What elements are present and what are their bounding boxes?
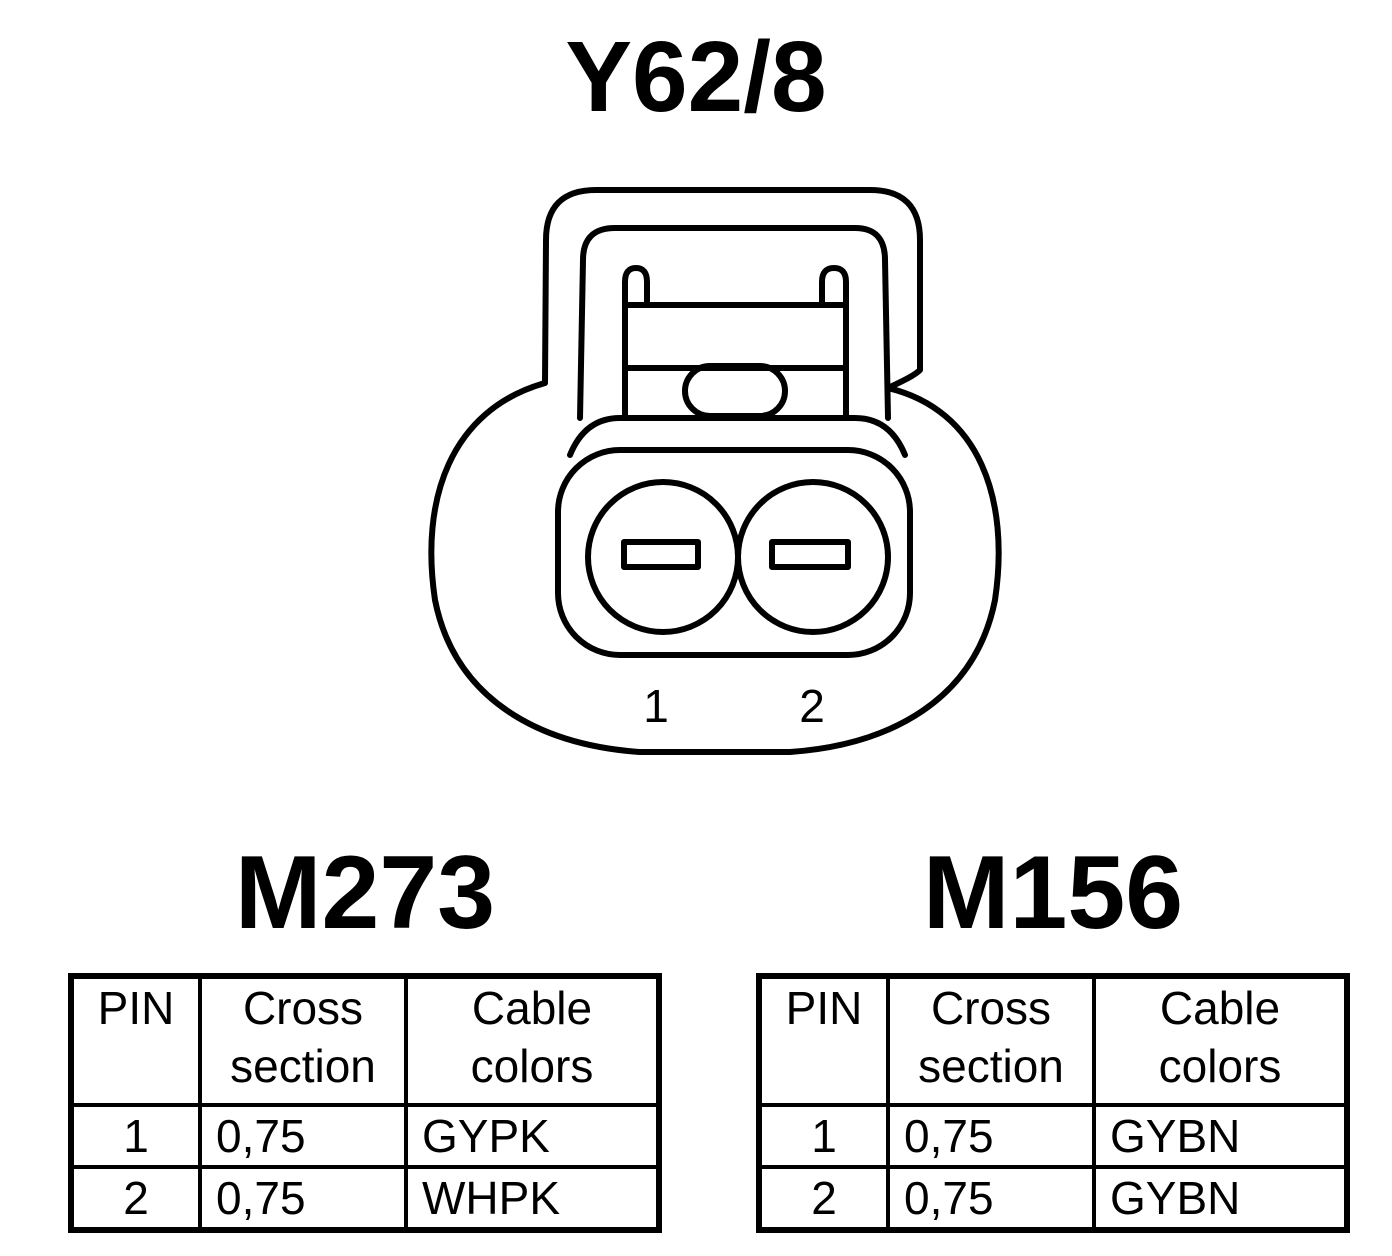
pin-table-m273: PIN Cross section Cable colors 1 0,75 GYPK…	[68, 973, 662, 1233]
header-cable-colors: Cable colors	[1092, 974, 1349, 1107]
pin-cavity-block	[555, 447, 913, 658]
latch-release-button	[682, 363, 788, 419]
cross-section-value: 0,75	[886, 1103, 1096, 1169]
pin-label-2: 2	[799, 680, 825, 732]
connector-housing-outline	[428, 187, 1002, 755]
engine-title-m273: M273	[234, 835, 496, 951]
latch-tab-right	[819, 265, 849, 421]
table-row: 2 0,75 WHPK	[69, 1165, 661, 1232]
pin-number: 2	[69, 1165, 202, 1232]
table-header-row: PIN Cross section Cable colors	[69, 974, 661, 1107]
header-cable-line1: Cable	[1159, 982, 1281, 1034]
cross-section-value: 0,75	[198, 1165, 408, 1232]
table-row: 1 0,75 GYBN	[757, 1103, 1349, 1169]
header-cable-colors: Cable colors	[404, 974, 661, 1107]
cable-color-value: GYPK	[404, 1103, 661, 1169]
header-cross-line2: section	[918, 1040, 1064, 1092]
pin-number: 1	[69, 1103, 202, 1169]
connector-title: Y62/8	[565, 21, 827, 133]
header-cross-line1: Cross	[930, 982, 1052, 1034]
cross-section-value: 0,75	[198, 1103, 408, 1169]
table-row: 2 0,75 GYBN	[757, 1165, 1349, 1232]
header-pin-label: PIN	[97, 982, 175, 1034]
pin-cavity-2	[735, 479, 891, 635]
cable-color-value: WHPK	[404, 1165, 661, 1232]
header-pin-label: PIN	[785, 982, 863, 1034]
terminal-1	[621, 539, 701, 570]
latch-frame	[577, 225, 891, 421]
latch-tab-left	[622, 265, 650, 421]
cable-color-value: GYBN	[1092, 1165, 1349, 1232]
terminal-2	[769, 539, 851, 570]
pin-table-m156: PIN Cross section Cable colors 1 0,75 GYBN…	[756, 973, 1350, 1233]
table-header-row: PIN Cross section Cable colors	[757, 974, 1349, 1107]
header-pin: PIN	[757, 974, 890, 1107]
header-cable-line1: Cable	[471, 982, 593, 1034]
cross-section-value: 0,75	[886, 1165, 1096, 1232]
engine-title-m156: M156	[922, 835, 1184, 951]
cable-color-value: GYBN	[1092, 1103, 1349, 1169]
header-cross-section: Cross section	[198, 974, 408, 1107]
header-cross-line1: Cross	[242, 982, 364, 1034]
header-cable-line2: colors	[1158, 1040, 1282, 1092]
header-pin: PIN	[69, 974, 202, 1107]
pin-number: 1	[757, 1103, 890, 1169]
pin-label-1: 1	[643, 680, 669, 732]
pin-cavity-1	[585, 479, 741, 635]
header-cross-section: Cross section	[886, 974, 1096, 1107]
header-cross-line2: section	[230, 1040, 376, 1092]
pin-number: 2	[757, 1165, 890, 1232]
housing-shoulder	[567, 415, 908, 458]
table-row: 1 0,75 GYPK	[69, 1103, 661, 1169]
header-cable-line2: colors	[470, 1040, 594, 1092]
